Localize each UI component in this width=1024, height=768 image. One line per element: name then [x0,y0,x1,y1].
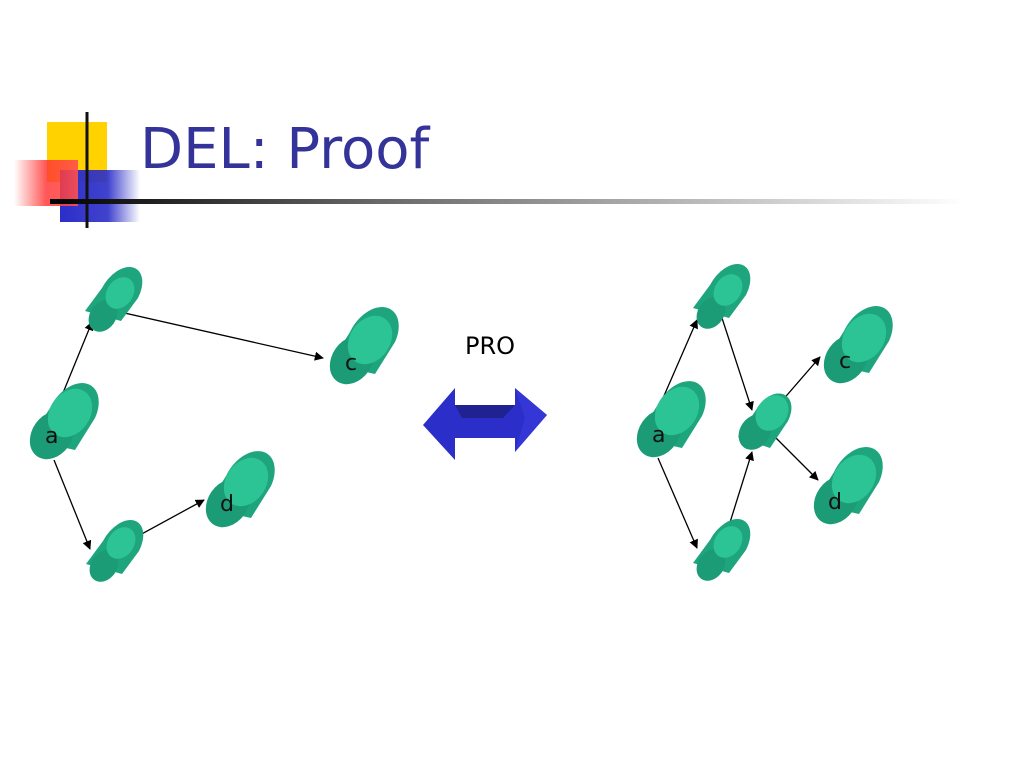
right-node-c-label: c [839,349,851,374]
transform-label: PRO [465,332,515,360]
right-edge-a-to-n1 [659,319,698,406]
right-node-n1 [693,263,751,329]
right-node-n2 [693,519,751,581]
right-node-d: d [813,447,883,525]
left-edge-n1-to-c [119,311,324,361]
right-graph: c a d [636,263,893,581]
right-node-m [738,393,792,450]
right-edge-n1-to-m [721,317,754,411]
right-node-c: c [823,306,893,384]
right-graph-edges [657,317,821,549]
left-node-a: a [29,383,99,460]
left-node-n1 [85,266,143,332]
right-edge-a-to-n2 [657,457,698,549]
left-graph-edges [53,311,324,550]
right-node-a: a [636,381,706,458]
title-ornament [14,112,140,228]
ornament-red-square [14,160,78,206]
page-title: DEL: Proof [140,117,430,182]
left-node-c: c [329,307,399,385]
right-edge-m-to-c [780,356,821,403]
left-edge-a-to-n2 [53,459,92,550]
right-node-a-label: a [652,423,665,448]
right-edge-m-to-d [774,436,819,481]
double-arrow-icon [423,388,547,460]
right-node-d-label: d [828,490,842,515]
left-node-n2 [86,520,144,582]
left-node-c-label: c [345,351,357,376]
left-node-a-label: a [45,424,58,449]
title-rule [50,199,965,204]
left-graph: c a d [29,266,399,582]
left-node-d-label: d [220,492,234,517]
left-node-d: d [205,451,275,528]
